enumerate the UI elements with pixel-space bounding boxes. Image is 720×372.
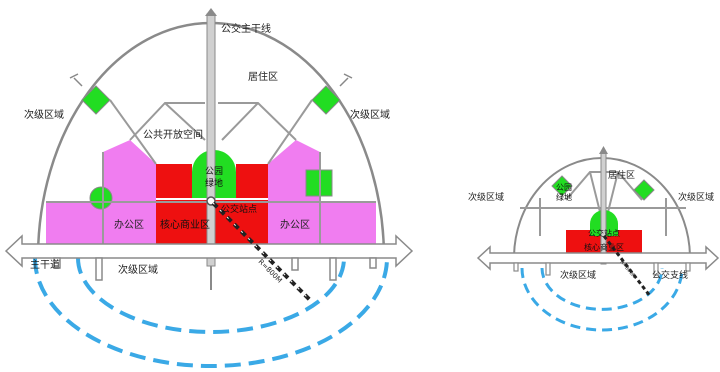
large-label-bus-trunk: 公交主干线 (221, 22, 271, 35)
large-green-diamond-right (311, 73, 353, 115)
small-label-bus-station: 公交站点 (588, 228, 620, 238)
large-label-core: 核心商业区 (160, 218, 210, 231)
small-radius-line (602, 235, 652, 297)
large-label-bus-station: 公交站点 (221, 203, 257, 215)
small-diagram: 次级区域 次级区域 居住区 公园 绿地 公交站点 核心商业区 次级区域 公交支线… (468, 146, 720, 332)
small-ring-inner (540, 267, 664, 311)
large-diagram: 公交主干线 居住区 次级区域 次级区域 公共开放空间 公园 绿地 办公区 办公区… (4, 8, 414, 368)
small-label-secondary-right: 次级区域 (678, 191, 714, 203)
large-green-diamond-left (69, 73, 111, 115)
small-label-bus-line: 公交支线 (652, 269, 688, 281)
small-green-diamond-left (551, 175, 573, 197)
large-label-office-left: 办公区 (114, 218, 144, 231)
large-ring-inner (76, 257, 346, 334)
large-core-block-tr (236, 164, 268, 198)
large-office-left-zone (46, 140, 156, 248)
large-radius-line (211, 201, 314, 304)
large-ring-outer (33, 257, 389, 368)
small-label-residential: 居住区 (608, 169, 635, 181)
small-stubs (513, 262, 691, 276)
large-label-park-1: 公园 (205, 166, 223, 177)
small-label-park-2: 绿地 (556, 192, 572, 202)
large-office-right-zone (268, 140, 376, 248)
large-stubs (53, 257, 377, 281)
small-label-secondary-left: 次级区域 (468, 191, 504, 203)
large-green-circle-left (89, 186, 113, 210)
large-label-secondary-left: 次级区域 (24, 108, 64, 121)
small-green-diamond-right (633, 179, 655, 201)
small-label-core: 核心商业区 (584, 242, 624, 252)
small-bus-line (599, 146, 608, 265)
large-label-park-2: 绿地 (205, 177, 223, 189)
small-ring-outer (520, 267, 684, 332)
large-label-secondary-right: 次级区域 (350, 108, 390, 121)
small-label-secondary-bottom: 次级区域 (560, 269, 596, 281)
large-core-block-tl (156, 164, 192, 198)
large-label-public-space: 公共开放空间 (143, 128, 203, 141)
large-label-residential: 居住区 (248, 70, 278, 83)
large-label-secondary-bottom: 次级区域 (118, 263, 158, 276)
large-main-road[interactable] (4, 234, 414, 268)
small-label-park-1: 公园 (556, 183, 572, 192)
large-label-main-road: 主干道 (30, 258, 60, 271)
large-bus-trunk-line (205, 8, 217, 290)
small-main-road[interactable] (476, 245, 720, 271)
large-label-office-right: 办公区 (280, 218, 310, 231)
